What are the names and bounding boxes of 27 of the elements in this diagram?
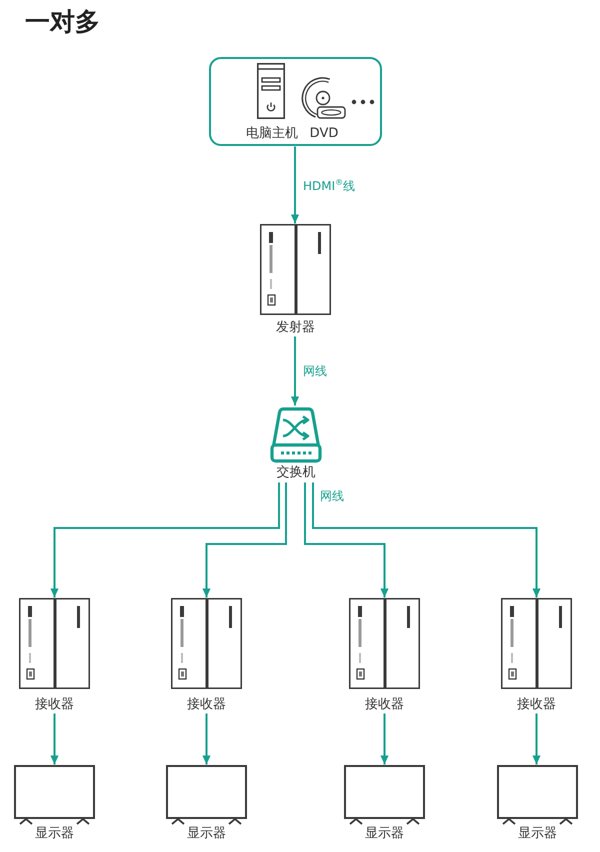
edge-label: HDMI$^{®}$线 (303, 179, 356, 193)
device-label: 显示器 (518, 826, 557, 841)
edge-label: 网线 (320, 489, 344, 503)
device-label: 发射器 (276, 320, 315, 335)
device-label: 接收器 (35, 697, 74, 712)
device-label: 接收器 (517, 697, 556, 712)
arrow (304, 482, 389, 598)
arrow (202, 714, 211, 764)
arrow (290, 336, 300, 406)
device-label: 显示器 (187, 826, 226, 841)
device-label: 接收器 (365, 697, 404, 712)
arrow (312, 482, 541, 598)
rounded-panel (209, 57, 382, 146)
device-label: 电脑主机 (246, 126, 298, 141)
arrow (50, 482, 280, 598)
arrow (202, 482, 287, 598)
arrow (380, 714, 389, 764)
device-label: 显示器 (365, 826, 404, 841)
title: 一对多 (25, 7, 100, 37)
device-label: 显示器 (35, 826, 74, 841)
device-label: 交换机 (276, 465, 316, 480)
edge-label: 网线 (303, 364, 327, 378)
device-label: 接收器 (187, 697, 226, 712)
arrow (290, 146, 300, 224)
arrow (532, 714, 541, 764)
arrow (50, 714, 59, 764)
device-label: DVD (310, 126, 338, 141)
